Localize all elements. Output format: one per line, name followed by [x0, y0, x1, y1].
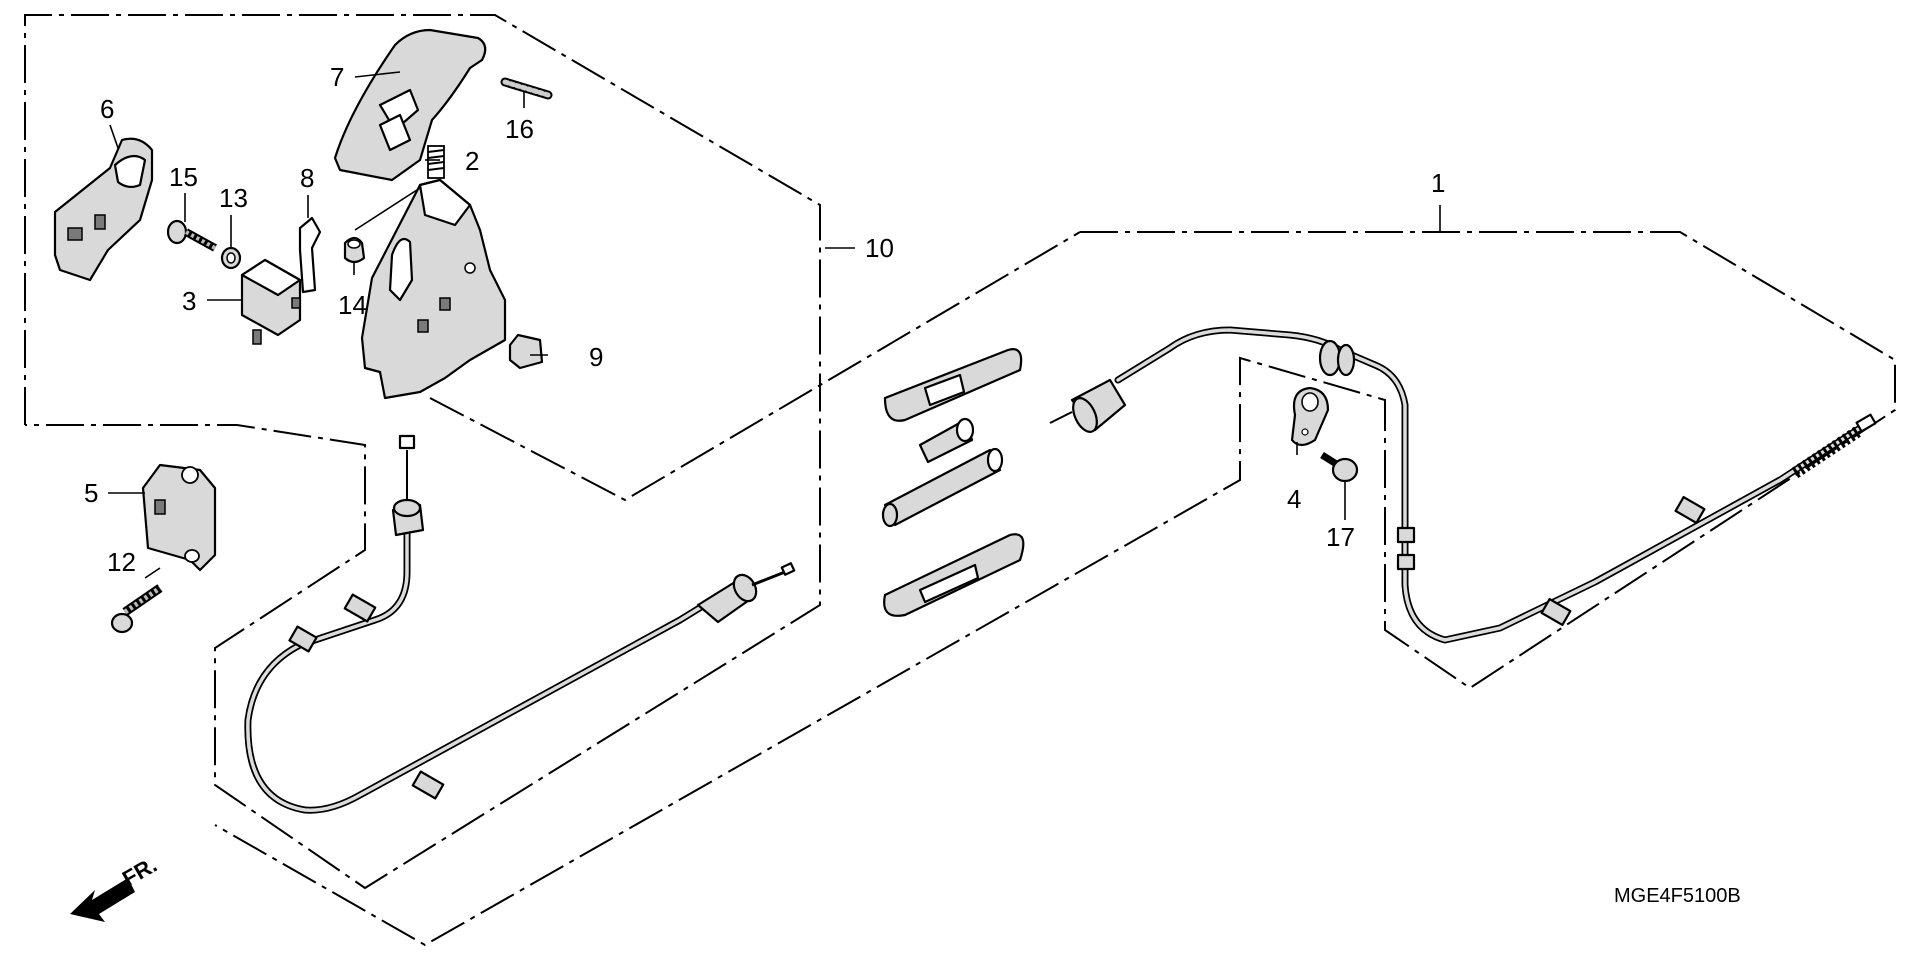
part-6-handle-cover	[53, 137, 154, 282]
callout-7: 7	[330, 62, 344, 92]
callout-12: 12	[107, 547, 136, 577]
callout-leaders	[108, 71, 1441, 579]
part-8-spring-plate	[298, 216, 322, 294]
part-4-clamp	[1290, 386, 1330, 447]
callout-8: 8	[300, 163, 314, 193]
callout-4: 4	[1287, 484, 1301, 514]
callout-2: 2	[465, 146, 479, 176]
callout-labels: 1 2 3 4 5 6 7 8 9 10 12 13 14 15 16 17	[84, 62, 1445, 577]
assembly-boundary-1	[214, 231, 1896, 947]
part-3-switch	[240, 258, 302, 345]
callout-16: 16	[505, 114, 534, 144]
part-12-bolt	[110, 584, 163, 634]
part-2-spring	[427, 145, 445, 179]
front-direction-marker: FR.	[70, 852, 161, 922]
callout-10: 10	[865, 233, 894, 263]
joint-cover-upper	[883, 348, 1023, 422]
part-13-nut	[220, 246, 242, 270]
assembly-boundary-10	[24, 14, 1081, 890]
cable-right	[1049, 326, 1877, 644]
cable-left	[244, 434, 796, 814]
callout-6: 6	[100, 94, 114, 124]
part-9-clip	[508, 333, 544, 370]
front-arrow-icon	[70, 878, 135, 922]
callout-17: 17	[1326, 522, 1355, 552]
joint-tube	[881, 447, 1004, 528]
lever-housing	[360, 178, 507, 400]
callout-13: 13	[219, 183, 248, 213]
part-5-bracket	[141, 463, 217, 572]
callout-14: 14	[338, 290, 367, 320]
part-7-lever	[333, 28, 487, 182]
callout-9: 9	[589, 342, 603, 372]
callout-3: 3	[182, 286, 196, 316]
part-14-grommet	[343, 236, 366, 264]
callout-1: 1	[1431, 168, 1445, 198]
joint-coupler	[918, 417, 975, 464]
joint-cover-lower	[883, 533, 1025, 617]
callout-5: 5	[84, 478, 98, 508]
part-15-screw	[166, 219, 217, 252]
drawing-code: MGE4F5100B	[1614, 885, 1741, 907]
part-17-bolt	[1320, 452, 1359, 483]
callout-15: 15	[169, 162, 198, 192]
part-16-pin	[500, 77, 553, 100]
